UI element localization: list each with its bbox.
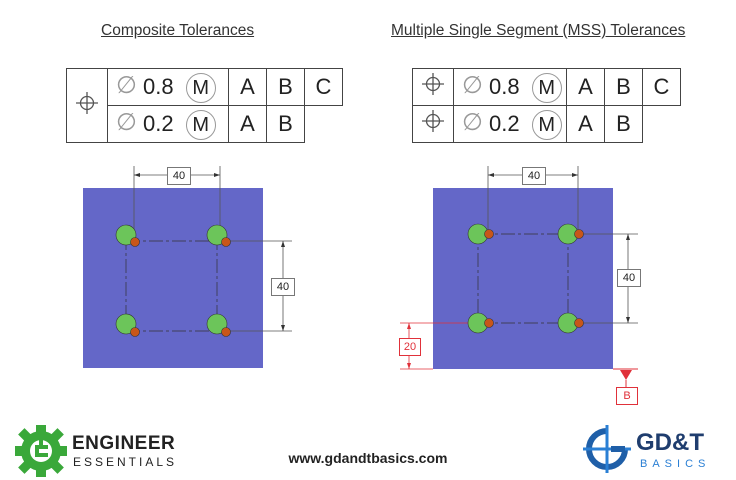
position-symbol-cell — [66, 68, 108, 143]
arrow-head — [407, 323, 411, 329]
diameter-icon: ∅ — [116, 108, 137, 137]
datum-cell: C — [642, 68, 681, 106]
datum-cell: A — [566, 105, 605, 143]
tolerance-cell-2: ∅ 0.2 M — [453, 105, 567, 143]
tolerance-value: 0.8 — [489, 74, 520, 100]
datum-label-box: B — [616, 387, 638, 405]
datum-cell: B — [266, 105, 305, 143]
tolerance-value: 0.8 — [143, 74, 174, 100]
tolerance-cell-1: ∅ 0.8 M — [107, 68, 229, 106]
datum-cell: C — [304, 68, 343, 106]
arrow-head — [488, 173, 494, 177]
engineer-logo-line2: ESSENTIALS — [73, 455, 178, 469]
arrow-head — [626, 317, 630, 323]
datum-triangle — [620, 370, 632, 380]
diameter-icon: ∅ — [462, 108, 483, 137]
offset-hole — [484, 318, 494, 328]
mss-feature-control-frame: ∅ 0.8 M A B C ∅ 0.2 M A B — [412, 68, 681, 143]
offset-hole — [221, 237, 231, 247]
dimension-value-right: 40 — [617, 269, 641, 287]
offset-hole — [130, 237, 140, 247]
gdt-basics-crosshair-icon — [583, 425, 631, 473]
position-icon — [76, 91, 98, 114]
mss-tolerances-title: Multiple Single Segment (MSS) Tolerances — [391, 22, 686, 39]
position-symbol-cell — [412, 68, 454, 106]
datum-cell: A — [228, 68, 267, 106]
offset-hole — [130, 327, 140, 337]
offset-hole — [484, 229, 494, 239]
engineer-logo-line1: ENGINEER — [72, 433, 176, 454]
position-icon — [422, 73, 444, 95]
offset-hole — [574, 229, 584, 239]
arrow-head — [214, 173, 220, 177]
dimension-value-bottom: 20 — [399, 338, 421, 356]
datum-cell: A — [228, 105, 267, 143]
arrow-head — [134, 173, 140, 177]
composite-feature-control-frame: ∅ 0.8 M A B C ∅ 0.2 M A B — [66, 68, 343, 143]
datum-cell: A — [566, 68, 605, 106]
tolerance-value: 0.2 — [489, 111, 520, 137]
plate — [433, 188, 613, 369]
mmc-modifier: M — [185, 72, 216, 103]
plate — [83, 188, 263, 368]
mmc-modifier: M — [531, 72, 562, 103]
tolerance-value: 0.2 — [143, 111, 174, 137]
hole — [206, 313, 228, 335]
mmc-modifier: M — [185, 109, 216, 140]
gdt-logo-line1: GD&T — [636, 429, 704, 456]
engineer-essentials-gear-icon — [15, 425, 67, 477]
arrow-head — [572, 173, 578, 177]
arrow-head — [407, 363, 411, 369]
datum-cell: B — [604, 105, 643, 143]
tolerance-cell-2: ∅ 0.2 M — [107, 105, 229, 143]
right-plate-group — [400, 166, 638, 387]
dimension-value-right: 40 — [271, 278, 295, 296]
dimension-value-top: 40 — [522, 167, 546, 185]
diameter-icon: ∅ — [462, 71, 483, 100]
left-plate-group — [83, 166, 292, 368]
datum-cell: B — [604, 68, 643, 106]
arrow-head — [281, 325, 285, 331]
mmc-modifier: M — [531, 109, 562, 140]
offset-hole — [574, 318, 584, 328]
hole — [115, 313, 137, 335]
website-url[interactable]: www.gdandtbasics.com — [288, 450, 448, 466]
composite-tolerances-title: Composite Tolerances — [101, 22, 255, 39]
dimension-value-top: 40 — [167, 167, 191, 185]
offset-hole — [221, 327, 231, 337]
diameter-icon: ∅ — [116, 71, 137, 100]
datum-cell: B — [266, 68, 305, 106]
tolerance-cell-1: ∅ 0.8 M — [453, 68, 567, 106]
gdt-logo-line2: BASICS — [640, 458, 711, 470]
arrow-head — [281, 241, 285, 247]
arrow-head — [626, 234, 630, 240]
position-icon — [422, 110, 444, 132]
